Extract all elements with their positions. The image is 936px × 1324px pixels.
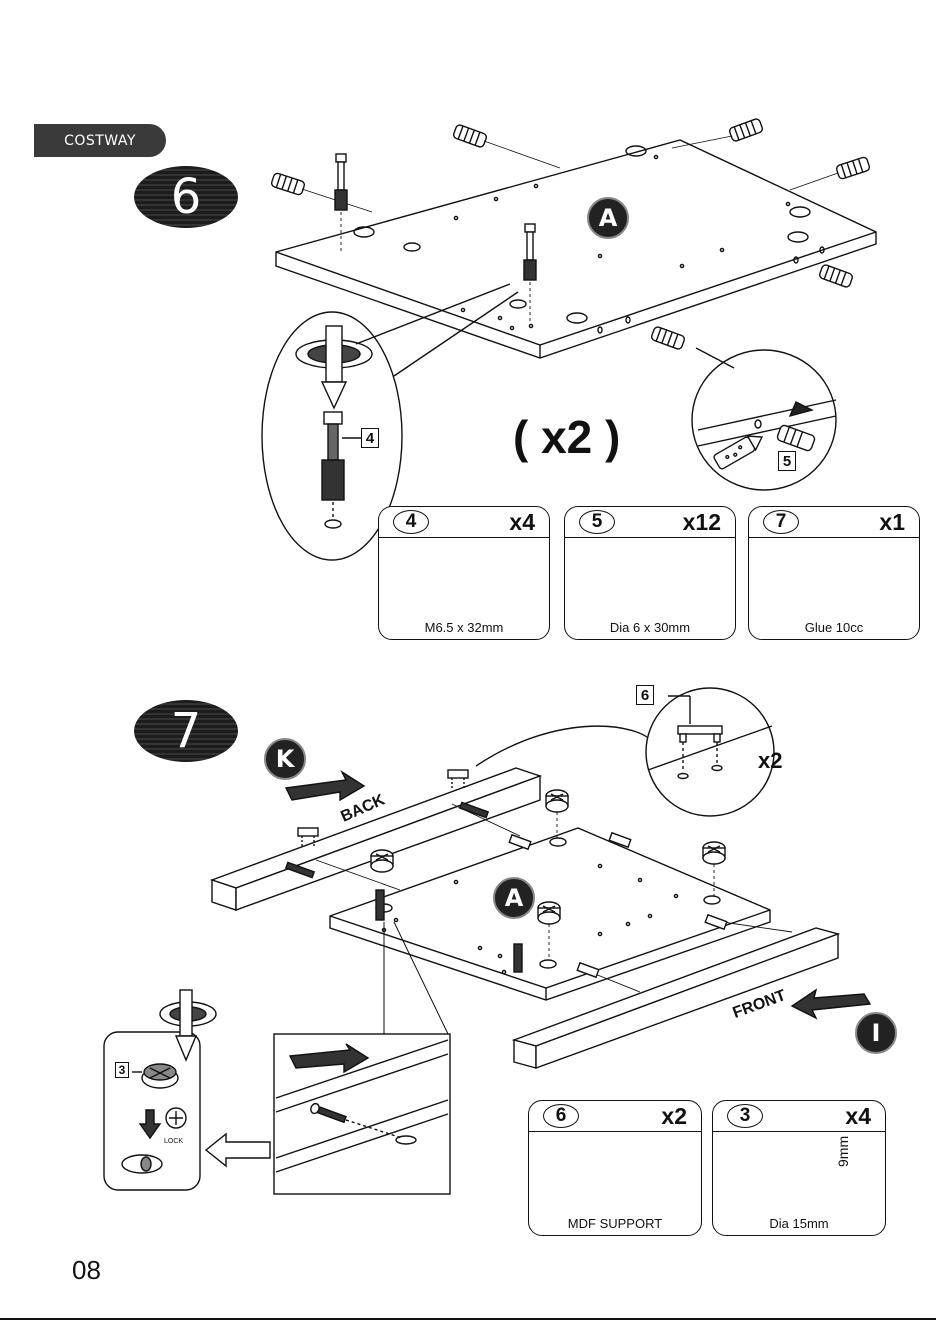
part-quantity: x4 — [845, 1103, 871, 1130]
step7-top-callout-multiplier: x2 — [758, 748, 782, 774]
part-number: 4 — [393, 510, 429, 534]
part-card-6: 6 x2 MDF SUPPORT — [528, 1100, 702, 1236]
part-number: 3 — [727, 1104, 763, 1128]
part-card-4: 4 x4 M6.5 x 32mm — [378, 506, 550, 640]
step7-panel-label: A — [493, 877, 535, 919]
rail-front-label-text: I — [872, 1019, 881, 1047]
step7-back-arrow — [286, 772, 364, 800]
part-caption: Glue 10cc — [749, 620, 919, 635]
part-number: 7 — [763, 510, 799, 534]
step6-left-callout-tag: 4 — [361, 428, 379, 448]
part-quantity: x4 — [509, 509, 535, 536]
part-card-5: 5 x12 Dia 6 x 30mm — [564, 506, 736, 640]
part-card-7: 7 x1 Glue 10cc — [748, 506, 920, 640]
step7-detail-box — [274, 922, 450, 1194]
step6-panel — [276, 140, 876, 358]
step7-top-callout-tag: 6 — [636, 685, 654, 705]
part-caption: Dia 15mm — [713, 1216, 885, 1231]
step7-front-arrow — [792, 990, 870, 1018]
part-quantity: x1 — [879, 509, 905, 536]
part-caption: Dia 6 x 30mm — [565, 620, 735, 635]
lock-text: LOCK — [164, 1138, 183, 1145]
step6-right-callout-tag: 5 — [778, 451, 796, 471]
step6-multiplier: ( x2 ) — [513, 410, 620, 464]
part-number: 5 — [579, 510, 615, 534]
part-quantity: x12 — [683, 509, 721, 536]
rail-back-label-text: K — [276, 745, 295, 773]
part-quantity: x2 — [661, 1103, 687, 1130]
part-caption: MDF SUPPORT — [529, 1216, 701, 1231]
step7-lock-box — [104, 990, 270, 1190]
step6-panel-label: A — [587, 197, 629, 239]
rail-back-label: K — [264, 738, 306, 780]
step7-panel-label-text: A — [505, 884, 524, 912]
part-caption: M6.5 x 32mm — [379, 620, 549, 635]
part-card-3: 3 x4 Dia 15mm 9mm — [712, 1100, 886, 1236]
page-number: 08 — [72, 1255, 101, 1286]
bottom-rule — [0, 1318, 936, 1320]
step6-right-callout — [692, 348, 836, 490]
step6-panel-label-text: A — [599, 204, 618, 232]
part-dimension: 9mm — [835, 1136, 851, 1167]
rail-front-label: I — [855, 1012, 897, 1054]
part-number: 6 — [543, 1104, 579, 1128]
step7-lock-tag: 3 — [115, 1062, 129, 1078]
